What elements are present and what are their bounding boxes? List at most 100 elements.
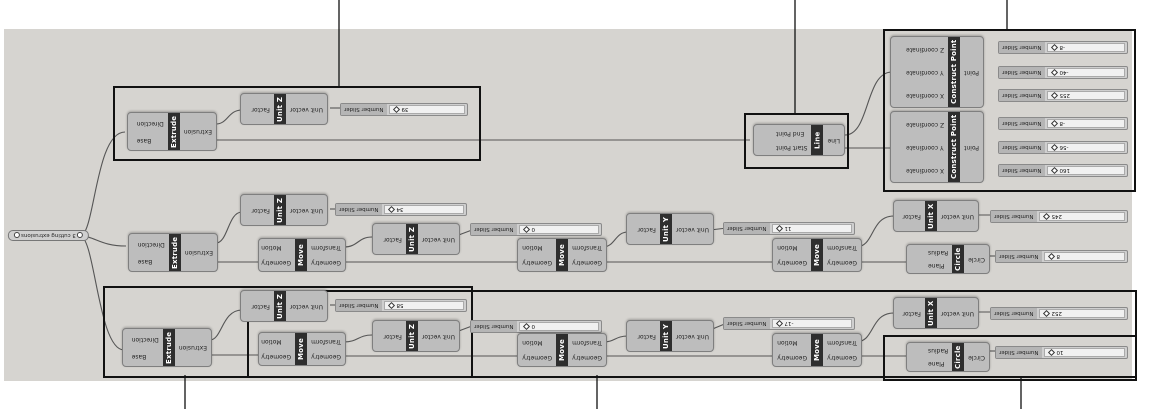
- slider-knob[interactable]: [1047, 252, 1055, 261]
- slider-knob[interactable]: [387, 205, 395, 214]
- direction-input[interactable]: Direction: [137, 240, 165, 248]
- slider-knob[interactable]: [1050, 43, 1058, 52]
- unit-vector-output[interactable]: Unit vector: [940, 213, 974, 220]
- base-input[interactable]: Base: [136, 137, 152, 145]
- geometry-input[interactable]: Geometry: [261, 259, 292, 267]
- z-coordinate-input[interactable]: Z coordinate: [906, 121, 945, 129]
- slider-knob[interactable]: [522, 322, 530, 331]
- plane-input[interactable]: Plane: [928, 262, 945, 270]
- radius-input[interactable]: Radius: [928, 347, 949, 355]
- extrusion-output[interactable]: Extrusion: [184, 249, 213, 257]
- slider-knob[interactable]: [1050, 119, 1058, 128]
- transform-output[interactable]: Transform: [311, 244, 341, 252]
- geometry-input[interactable]: Geometry: [522, 354, 553, 362]
- factor-input[interactable]: Factor: [902, 213, 921, 220]
- start-point-input[interactable]: Start Point: [776, 144, 808, 151]
- unit-vector-output[interactable]: Unit vector: [675, 333, 709, 340]
- unit-vector-output[interactable]: Unit vector: [421, 236, 455, 243]
- y-coordinate-input[interactable]: Y coordinate: [906, 144, 944, 152]
- direction-input[interactable]: Direction: [136, 119, 164, 127]
- extrusion-output[interactable]: Extrusion: [183, 128, 212, 136]
- factor-input[interactable]: Factor: [251, 207, 270, 214]
- slider-knob[interactable]: [1050, 91, 1058, 100]
- transform-output[interactable]: Transform: [572, 244, 602, 252]
- factor-input[interactable]: Factor: [251, 106, 270, 113]
- cutting-extrusions-capsule[interactable]: 3 cutting extrusions: [8, 230, 89, 241]
- slider-knob[interactable]: [1050, 143, 1058, 152]
- unit-vector-output[interactable]: Unit vector: [289, 303, 323, 310]
- motion-input[interactable]: Motion: [522, 339, 543, 347]
- geometry-output[interactable]: Geometry: [572, 354, 602, 362]
- factor-input[interactable]: Factor: [251, 303, 270, 310]
- unit-y-component-1[interactable]: Unit vector Unit Y Factor: [626, 213, 714, 245]
- motion-input[interactable]: Motion: [261, 338, 282, 346]
- extrusion-output[interactable]: Extrusion: [178, 344, 207, 352]
- base-input[interactable]: Base: [137, 258, 153, 266]
- y-coordinate-input[interactable]: Y coordinate: [906, 69, 944, 77]
- point-output[interactable]: Point: [964, 144, 979, 151]
- unit-z-component-1[interactable]: Unit vector Unit Z Factor: [240, 93, 328, 125]
- geometry-input[interactable]: Geometry: [261, 353, 292, 361]
- end-point-input[interactable]: End Point: [776, 130, 805, 137]
- unit-vector-output[interactable]: Unit vector: [940, 310, 974, 317]
- transform-output[interactable]: Transform: [827, 244, 857, 252]
- unit-y-component-2[interactable]: Unit vector Unit Y Factor: [626, 320, 714, 352]
- slider-knob[interactable]: [522, 225, 530, 234]
- x-coordinate-input[interactable]: X coordinate: [906, 91, 945, 99]
- slider-knob[interactable]: [1042, 212, 1050, 221]
- unit-x-component-1[interactable]: Unit vector Unit X Factor: [893, 200, 979, 232]
- geometry-input[interactable]: Geometry: [522, 259, 553, 267]
- direction-input[interactable]: Direction: [131, 335, 159, 343]
- motion-input[interactable]: Motion: [261, 244, 282, 252]
- circle-output[interactable]: Circle: [968, 256, 985, 263]
- unit-vector-output[interactable]: Unit vector: [289, 106, 323, 113]
- geometry-input[interactable]: Geometry: [777, 259, 808, 267]
- transform-output[interactable]: Transform: [311, 338, 341, 346]
- line-output[interactable]: Line: [827, 137, 840, 144]
- motion-input[interactable]: Motion: [777, 244, 798, 252]
- transform-output[interactable]: Transform: [827, 339, 857, 347]
- unit-z-component-5[interactable]: Unit vector Unit Z Factor: [372, 320, 460, 352]
- slider-knob[interactable]: [1042, 309, 1050, 318]
- factor-input[interactable]: Factor: [383, 333, 402, 340]
- geometry-output[interactable]: Geometry: [827, 354, 857, 362]
- point-output[interactable]: Point: [964, 69, 979, 76]
- slider-knob[interactable]: [1047, 348, 1055, 357]
- geometry-output[interactable]: Geometry: [827, 259, 857, 267]
- motion-input[interactable]: Motion: [522, 244, 543, 252]
- plane-input[interactable]: Plane: [928, 360, 945, 368]
- slider-knob[interactable]: [1050, 68, 1058, 77]
- unit-z-component-4[interactable]: Unit vector Unit Z Factor: [240, 290, 328, 322]
- factor-input[interactable]: Factor: [637, 226, 656, 233]
- x-coordinate-input[interactable]: X coordinate: [906, 166, 945, 174]
- slider-knob[interactable]: [387, 301, 395, 310]
- factor-input[interactable]: Factor: [902, 310, 921, 317]
- geometry-output[interactable]: Geometry: [311, 259, 341, 267]
- unit-z-component-3[interactable]: Unit vector Unit Z Factor: [372, 223, 460, 255]
